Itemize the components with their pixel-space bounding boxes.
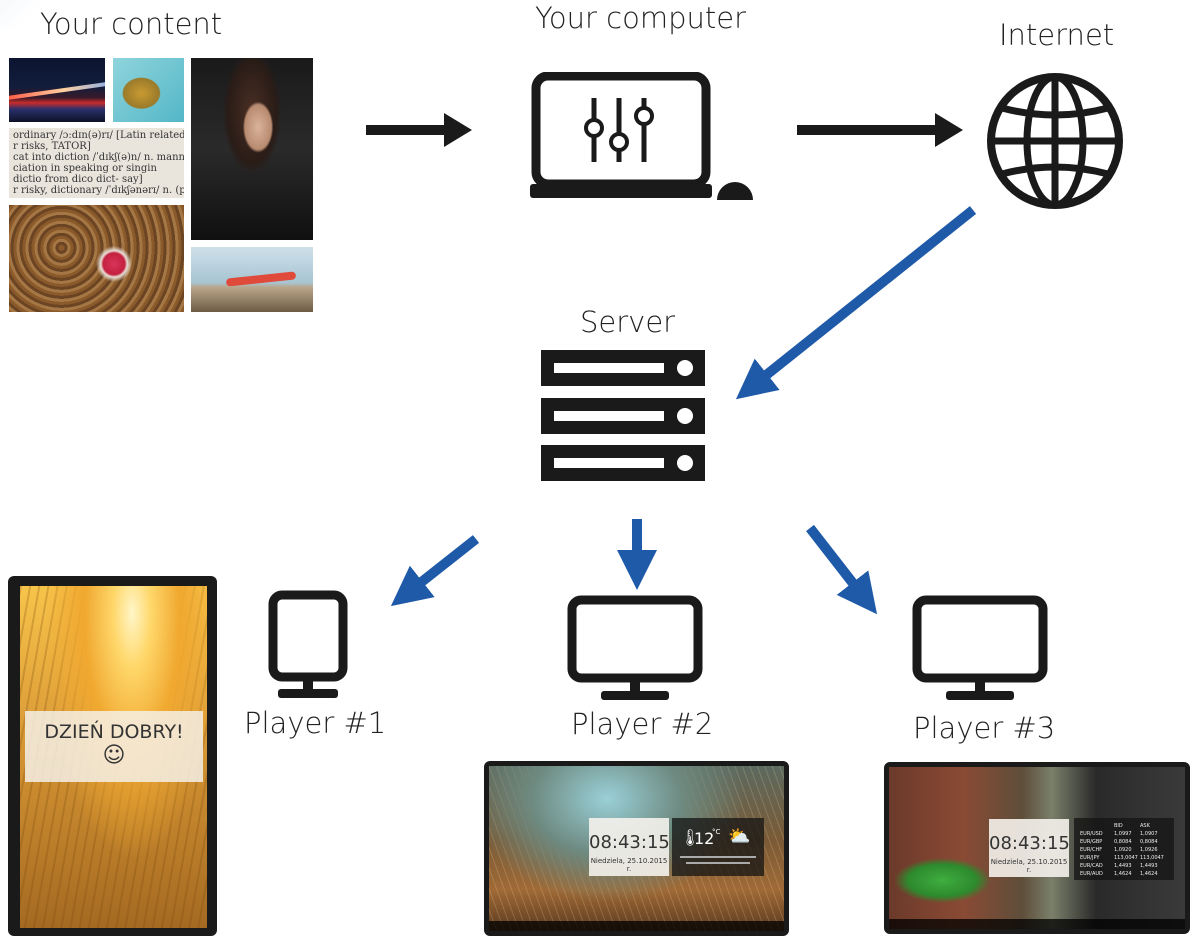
player3-label: Player #3 — [913, 711, 1056, 745]
dictionary-line: ordinary /ɔ:dɪn(ə)rɪ/ [Latin related — [13, 130, 184, 141]
clock-date: Niedziela, 25.10.2015 r. — [590, 857, 668, 873]
globe-icon — [987, 73, 1123, 209]
temperature-value: 12 — [694, 829, 715, 848]
temperature-unit: °C — [712, 828, 721, 836]
content-to-computer-arrow — [366, 113, 472, 147]
server-unit — [541, 398, 705, 434]
city-lights-photo — [9, 58, 105, 122]
your-content-label: Your content — [40, 7, 223, 41]
dictionary-line: r risky, dictionary /ˈdɪkʃənərɪ/ n. (p — [13, 185, 184, 196]
surfer-photo — [191, 247, 313, 312]
portrait-photo — [191, 58, 313, 240]
server-to-player1-arrow — [390, 535, 480, 607]
dictionary-line: cat into diction /ˈdɪkʃ(ə)n/ n. manner — [13, 152, 184, 163]
thermometer-icon: 🌡 — [680, 828, 701, 847]
monitor-icon — [567, 595, 703, 700]
greeting-box: DZIEŃ DOBRY! ☺ — [25, 711, 203, 782]
laptop-icon — [530, 72, 753, 200]
dictionary-line: ciation in speaking or singin — [13, 163, 157, 174]
player2-label: Player #2 — [571, 707, 714, 741]
your-computer-label: Your computer — [535, 1, 746, 35]
portrait-monitor-icon — [268, 590, 348, 698]
computer-to-internet-arrow — [797, 113, 963, 147]
monitor-icon — [912, 595, 1048, 700]
smiley-icon: ☺ — [102, 743, 126, 768]
weather-text-line — [686, 862, 750, 864]
greeting-text: DZIEŃ DOBRY! — [44, 721, 184, 743]
dictionary-line: r risks, TATOR] — [13, 141, 91, 152]
internet-label: Internet — [999, 18, 1115, 52]
player2-display: 08:43:15 Niedziela, 25.10.2015 r. 🌡 12 °… — [484, 761, 789, 936]
player1-label: Player #1 — [244, 706, 387, 740]
weather-text-line — [680, 856, 756, 858]
pineapple-photo — [113, 58, 184, 122]
clock-widget: 08:43:15 Niedziela, 25.10.2015 r. — [589, 818, 670, 876]
clock-time: 08:43:15 — [989, 833, 1070, 854]
partly-cloudy-icon: ⛅ — [728, 826, 751, 847]
news-ticker — [489, 921, 784, 931]
tea-cup-photo — [9, 205, 184, 312]
server-unit — [541, 445, 705, 481]
server-label: Server — [580, 305, 676, 339]
clock-time: 08:43:15 — [589, 832, 670, 853]
internet-to-server-arrow — [735, 206, 977, 400]
server-unit — [541, 350, 705, 386]
dictionary-photo: ordinary /ɔ:dɪn(ə)rɪ/ [Latin related r r… — [9, 128, 184, 198]
news-ticker — [889, 919, 1185, 929]
clock-widget: 08:43:15 Niedziela, 25.10.2015 r. — [989, 819, 1070, 877]
clock-date: Niedziela, 25.10.2015 r. — [990, 858, 1068, 874]
weather-widget: 🌡 12 °C ⛅ — [672, 818, 764, 876]
server-to-player3-arrow — [806, 524, 878, 615]
dictionary-line: dictio from dico dict- say] — [13, 174, 143, 185]
